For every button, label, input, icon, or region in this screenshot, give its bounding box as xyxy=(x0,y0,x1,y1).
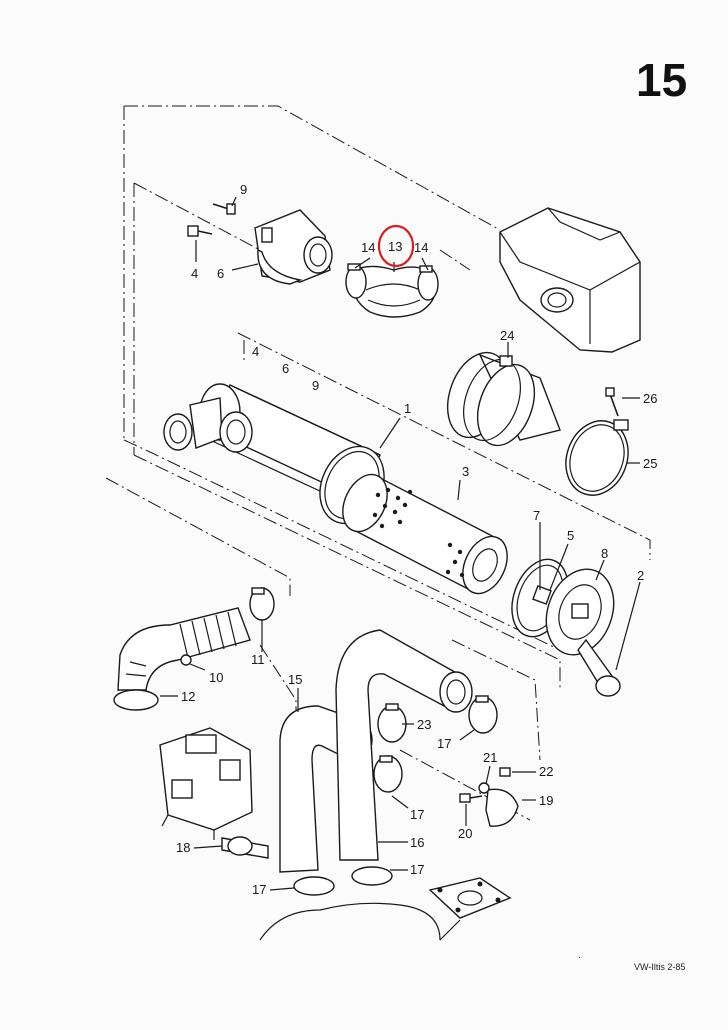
filter-element-3 xyxy=(342,473,508,595)
callout-18: 18 xyxy=(176,840,190,855)
intake-elbow xyxy=(254,209,333,285)
callout-4-top: 4 xyxy=(191,266,198,281)
hose-clamp-17-lower-left xyxy=(293,876,335,896)
callout-16: 16 xyxy=(410,835,424,850)
hose-clamp-14-right xyxy=(417,265,439,301)
hose-clamp-17-middle xyxy=(373,755,403,793)
carburettor xyxy=(159,727,253,840)
callout-10: 10 xyxy=(209,670,223,685)
hose-clamp-25 xyxy=(565,419,629,496)
air-intake-housing xyxy=(499,207,641,353)
drain-valve-2 xyxy=(577,638,621,697)
callout-14-left: 14 xyxy=(361,240,375,255)
screw-26 xyxy=(605,387,619,417)
callout-4-list: 4 xyxy=(252,344,259,359)
engine-block-outline xyxy=(259,902,461,941)
callout-8: 8 xyxy=(601,546,608,561)
bolt-9-top xyxy=(212,203,236,215)
callout-2: 2 xyxy=(637,568,644,583)
callout-25: 25 xyxy=(643,456,657,471)
callout-leader-lines xyxy=(160,196,641,891)
callout-12: 12 xyxy=(181,689,195,704)
end-cover-8 xyxy=(545,568,615,656)
washer-21 xyxy=(478,782,490,794)
callout-22: 22 xyxy=(539,764,553,779)
corrugated-hose-10 xyxy=(117,607,251,691)
bolt-20 xyxy=(459,793,483,803)
callout-11: 11 xyxy=(251,652,265,667)
nut-22 xyxy=(499,767,511,777)
highlight-circle-part-13 xyxy=(377,224,415,268)
clamp-bracket-19 xyxy=(485,788,519,827)
footer-code: VW-Iltis 2-85 xyxy=(634,962,685,972)
callout-1: 1 xyxy=(404,401,411,416)
callout-21: 21 xyxy=(483,750,497,765)
callout-13: 13 xyxy=(388,239,402,254)
print-mark: · xyxy=(578,952,581,962)
callout-6-top: 6 xyxy=(217,266,224,281)
callout-17-middle: 17 xyxy=(410,807,424,822)
hose-clamp-12 xyxy=(113,689,159,711)
wing-nut-5 xyxy=(532,585,552,605)
assembly-frame-lines xyxy=(105,105,651,821)
callout-5: 5 xyxy=(567,528,574,543)
hose-clamp-18 xyxy=(221,836,269,859)
callout-17-upper: 17 xyxy=(437,736,451,751)
callout-17-lower-left: 17 xyxy=(252,882,266,897)
callout-15: 15 xyxy=(288,672,302,687)
callout-26: 26 xyxy=(643,391,657,406)
intake-pipe-16 xyxy=(335,629,473,861)
hose-clamp-14-left xyxy=(345,263,367,299)
rubber-sleeve-24 xyxy=(446,351,561,447)
callout-7: 7 xyxy=(533,508,540,523)
callout-3: 3 xyxy=(462,464,469,479)
hose-clamp-17-lower-right xyxy=(351,866,393,886)
manifold-flange xyxy=(428,877,512,919)
callout-14-right: 14 xyxy=(414,240,428,255)
callout-9-list: 9 xyxy=(312,378,319,393)
callout-20: 20 xyxy=(458,826,472,841)
callout-19: 19 xyxy=(539,793,553,808)
callout-6-list: 6 xyxy=(282,361,289,376)
page-number: 15 xyxy=(636,54,687,106)
bolt-4-top xyxy=(187,225,213,237)
hose-clamp-23 xyxy=(377,703,407,743)
callout-9-top: 9 xyxy=(240,182,247,197)
callout-23: 23 xyxy=(417,717,431,732)
callout-17-lower-right: 17 xyxy=(410,862,424,877)
callout-labels: 9 4 6 14 13 14 4 6 9 1 24 26 25 3 7 5 8 … xyxy=(176,182,657,897)
callout-24: 24 xyxy=(500,328,514,343)
hose-clamp-17-upper-right xyxy=(468,695,498,734)
hose-clamp-11 xyxy=(249,587,275,621)
